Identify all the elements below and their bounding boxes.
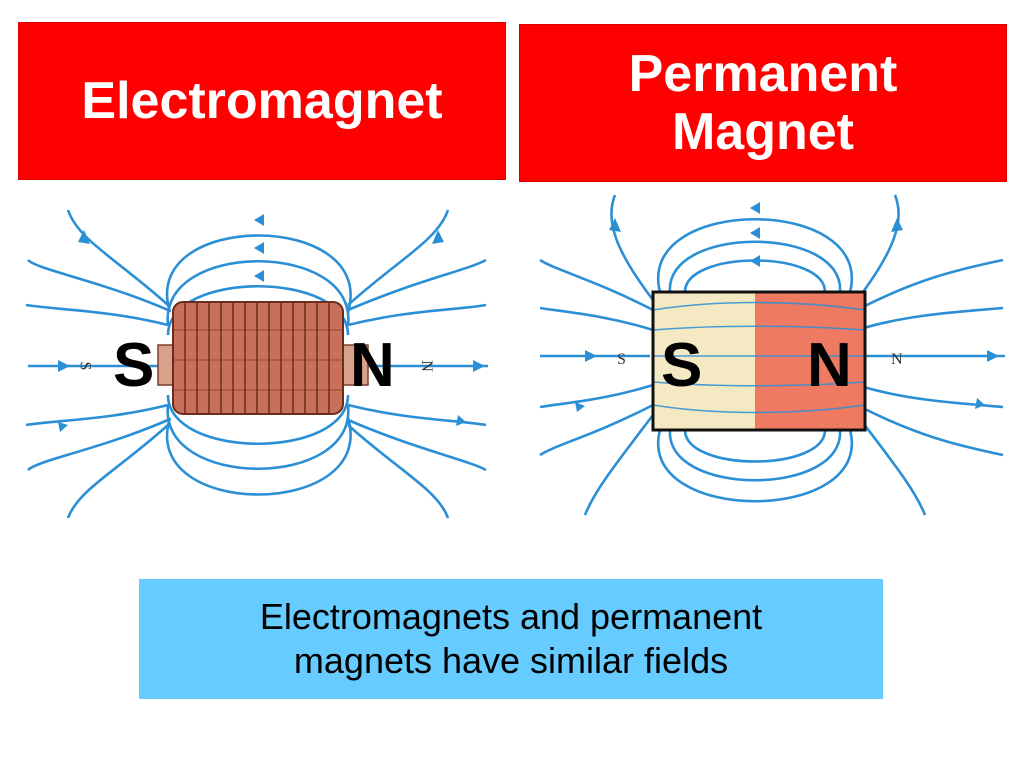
pm-field-line-bottom-3 bbox=[656, 429, 854, 503]
field-line-top-3 bbox=[165, 234, 352, 313]
field-line-top-2 bbox=[166, 259, 350, 326]
field-line-bottom-right-a bbox=[347, 424, 450, 519]
permanent-north-small-label: N bbox=[891, 351, 903, 368]
pm-field-line-top-right-c bbox=[856, 306, 1004, 332]
field-line-top-left-a bbox=[66, 209, 169, 306]
pm-arrow-top-left bbox=[609, 218, 621, 232]
arrow-bottom-left bbox=[58, 422, 68, 432]
caption-line1: Electromagnets and permanent bbox=[259, 596, 763, 637]
bar-internal-lines bbox=[652, 301, 866, 414]
permanent-magnet-field-svg bbox=[539, 194, 1005, 516]
pm-field-line-bottom-1 bbox=[683, 429, 827, 463]
pm-arrow-bottom-right bbox=[975, 398, 985, 409]
pm-arrow-loop-2 bbox=[750, 227, 760, 239]
electromagnet-south-label: S bbox=[113, 331, 155, 400]
permanent-magnet-diagram: S N S N bbox=[535, 190, 1007, 520]
coil-body bbox=[172, 301, 344, 415]
field-line-top-right-b bbox=[347, 258, 487, 312]
pm-field-line-bottom-right-a bbox=[855, 414, 927, 516]
field-line-bottom-right-c bbox=[347, 403, 487, 427]
permanent-north-label: N bbox=[807, 331, 852, 400]
pm-arrow-axis-left bbox=[585, 350, 597, 362]
permanent-magnet-title-line2: Magnet bbox=[671, 103, 854, 161]
field-line-bottom-left-a bbox=[66, 424, 169, 519]
field-line-top-right-c bbox=[347, 303, 487, 327]
arrow-top-right bbox=[432, 230, 444, 244]
arrow-axis-left bbox=[58, 360, 70, 372]
permanent-south-label: S bbox=[661, 331, 703, 400]
field-line-bottom-left-c bbox=[25, 403, 169, 427]
pm-field-line-top-3 bbox=[656, 218, 854, 293]
electromagnet-field-svg bbox=[25, 209, 488, 519]
arrow-loop-3 bbox=[254, 214, 264, 226]
permanent-magnet-title-line1: Permanent bbox=[628, 45, 898, 103]
pm-field-line-top-2 bbox=[668, 240, 842, 293]
pm-arrow-bottom-left bbox=[575, 402, 585, 412]
electromagnet-diagram: S N S N bbox=[18, 200, 490, 520]
pm-field-line-top-1 bbox=[683, 259, 827, 293]
permanent-south-small-label: S bbox=[617, 351, 626, 368]
field-line-bottom-1 bbox=[166, 394, 350, 446]
field-line-bottom-3 bbox=[165, 417, 352, 496]
electromagnet-south-small-label: S bbox=[76, 361, 94, 371]
magnet-outline bbox=[651, 290, 867, 432]
permanent-magnet-bar bbox=[651, 290, 867, 432]
pm-arrow-top-right bbox=[891, 218, 903, 232]
arrow-loop-2 bbox=[254, 242, 264, 254]
arrow-axis-right bbox=[473, 360, 485, 372]
electromagnet-north-small-label: N bbox=[417, 360, 435, 372]
field-line-bottom-2 bbox=[166, 404, 350, 471]
electromagnet-header: Electromagnet bbox=[18, 22, 506, 180]
arrow-top-left bbox=[78, 230, 90, 244]
field-line-top-left-b bbox=[27, 258, 169, 312]
field-line-bottom-left-b bbox=[27, 418, 169, 472]
field-line-top-right-a bbox=[347, 209, 450, 306]
pm-field-line-top-right-b bbox=[856, 258, 1004, 312]
field-line-top-left-c bbox=[25, 303, 169, 327]
pm-field-line-bottom-right-c bbox=[856, 383, 1004, 409]
coil-turns bbox=[173, 302, 343, 414]
permanent-magnet-field-lines bbox=[539, 194, 1005, 516]
pm-arrow-loop-3 bbox=[750, 202, 760, 214]
pm-arrow-loop-1 bbox=[750, 255, 760, 267]
pm-arrow-axis-right bbox=[987, 350, 999, 362]
pm-field-line-top-left-b bbox=[539, 258, 654, 312]
arrow-loop-1 bbox=[254, 270, 264, 282]
pm-field-line-top-left-a bbox=[610, 194, 655, 301]
electromagnet-north-label: N bbox=[350, 331, 395, 400]
electromagnet-field-lines bbox=[25, 209, 488, 519]
electromagnet-coil bbox=[157, 301, 369, 415]
pm-field-line-bottom-right-b bbox=[856, 403, 1004, 457]
pm-field-line-bottom-left-c bbox=[539, 383, 654, 409]
pm-field-line-top-right-a bbox=[855, 194, 900, 301]
pm-field-line-bottom-left-a bbox=[583, 414, 655, 516]
pm-field-line-bottom-left-b bbox=[539, 403, 654, 457]
electromagnet-title: Electromagnet bbox=[81, 72, 443, 130]
caption-line2: magnets have similar fields bbox=[293, 640, 729, 681]
arrow-bottom-right bbox=[456, 415, 466, 426]
pm-field-line-top-left-c bbox=[539, 306, 654, 332]
permanent-magnet-header: Permanent Magnet bbox=[519, 24, 1007, 182]
pm-field-line-bottom-2 bbox=[668, 429, 842, 482]
field-line-bottom-right-b bbox=[347, 418, 487, 472]
caption-box: Electromagnets and permanent magnets hav… bbox=[139, 579, 883, 699]
